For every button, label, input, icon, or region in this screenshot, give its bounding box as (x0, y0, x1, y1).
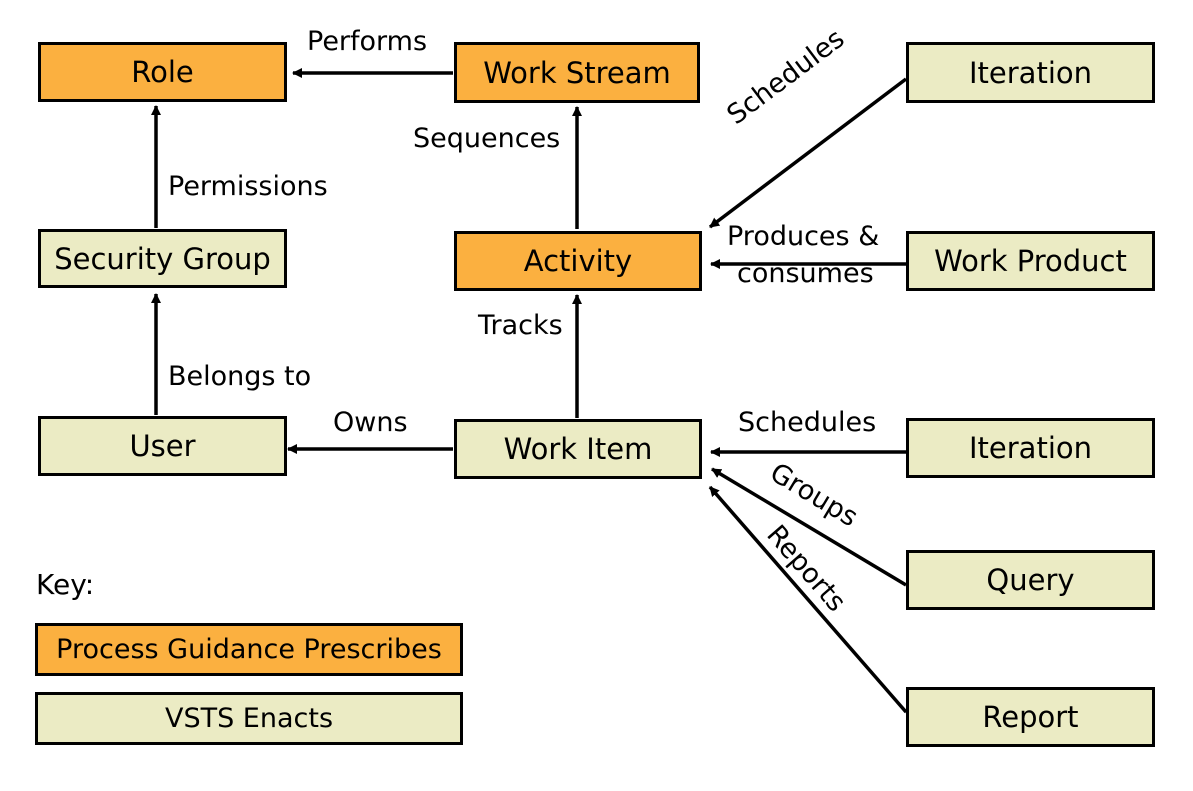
node-report-label: Report (982, 700, 1079, 734)
node-work-product-label: Work Product (934, 244, 1127, 278)
key-enacts-swatch: VSTS Enacts (35, 692, 463, 745)
node-iteration-top-label: Iteration (968, 55, 1092, 90)
node-work-product: Work Product (906, 231, 1155, 291)
node-query-label: Query (986, 563, 1075, 597)
edge-label-sequences: Sequences (413, 123, 561, 154)
key-prescribes-label: Process Guidance Prescribes (56, 634, 442, 665)
node-work-item-label: Work Item (503, 432, 653, 466)
edge-label-owns: Owns (333, 407, 408, 438)
node-user: User (38, 416, 287, 476)
node-role-label: Role (131, 55, 194, 89)
edge-label-tracks: Tracks (478, 310, 563, 341)
node-report: Report (906, 687, 1155, 747)
edge-reports (708, 485, 916, 723)
node-iteration-top: Iteration (906, 42, 1155, 103)
node-work-item: Work Item (454, 419, 702, 479)
node-security-group-label: Security Group (54, 241, 271, 276)
node-security-group: Security Group (38, 229, 287, 288)
edge-label-produces-line2: consumes (737, 258, 874, 289)
node-work-stream: Work Stream (454, 42, 700, 103)
edge-label-performs: Performs (307, 26, 428, 57)
node-activity-label: Activity (523, 244, 633, 278)
node-query: Query (906, 550, 1155, 610)
node-role: Role (38, 42, 287, 102)
edge-schedules-top (708, 77, 908, 229)
edge-label-produces-line1: Produces & (727, 221, 880, 252)
edge-label-permissions: Permissions (168, 171, 328, 202)
edge-label-belongs-to: Belongs to (168, 361, 312, 392)
node-iteration-bottom: Iteration (906, 418, 1155, 478)
node-work-stream-label: Work Stream (483, 55, 671, 90)
node-iteration-bottom-label: Iteration (968, 431, 1092, 465)
key-prescribes-swatch: Process Guidance Prescribes (35, 623, 463, 676)
key-enacts-label: VSTS Enacts (164, 703, 334, 734)
edge-label-schedules-bottom: Schedules (738, 407, 877, 438)
node-user-label: User (129, 429, 196, 463)
node-activity: Activity (454, 231, 702, 291)
key-title: Key: (36, 568, 95, 601)
